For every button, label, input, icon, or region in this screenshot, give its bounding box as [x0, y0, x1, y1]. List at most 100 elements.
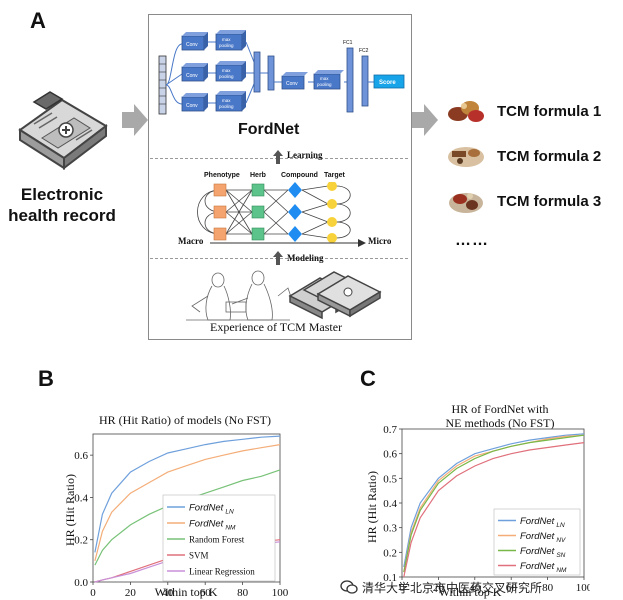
- x-tick-label: 80: [542, 582, 554, 594]
- layer-label-target: Target: [324, 172, 345, 179]
- svg-text:max: max: [320, 76, 329, 81]
- panel-label-c: C: [360, 366, 376, 391]
- panel-label-b: B: [38, 366, 54, 391]
- input-embedding: [158, 55, 167, 115]
- herb-node: [251, 205, 265, 219]
- micro-label: Micro: [368, 236, 392, 246]
- svg-text:max: max: [222, 98, 231, 103]
- fordnet-title: FordNet: [238, 121, 300, 138]
- ehr-label-line2: health record: [8, 206, 116, 225]
- series-line: [403, 434, 585, 573]
- phenotype-node: [213, 227, 227, 241]
- herb-node: [251, 227, 265, 241]
- target-node: [327, 217, 337, 227]
- chart-c-title-line2: NE methods (No FST): [445, 416, 555, 430]
- macro-to-micro-arrow: [210, 239, 366, 247]
- herb-formula-image: [448, 101, 484, 122]
- chart-c-xlabel: Within top K: [439, 585, 502, 599]
- svg-text:max: max: [222, 37, 231, 42]
- svg-text:pooling: pooling: [219, 74, 234, 79]
- series-line: [403, 434, 585, 573]
- svg-text:Conv: Conv: [186, 42, 198, 48]
- series-line: [94, 444, 281, 562]
- tcm-formula-1: TCM formula 1: [497, 103, 602, 120]
- y-tick-label: 0.7: [383, 425, 397, 436]
- chart-c-title-line1: HR of FordNet with: [451, 402, 549, 416]
- tcm-formula-2: TCM formula 2: [497, 148, 602, 165]
- chart-b-title: HR (Hit Ratio) of models (No FST): [99, 413, 271, 427]
- wechat-icon: [340, 580, 358, 594]
- target-node: [327, 199, 337, 209]
- compound-node: [288, 182, 302, 198]
- arrow-right-icon: [122, 104, 148, 136]
- x-tick-label: 60: [506, 582, 518, 594]
- series-line: [403, 442, 585, 578]
- chart-c-title: HR of FordNet with NE methods (No FST): [400, 402, 600, 430]
- watermark: 清华大学北京市中医药交叉研究所: [340, 578, 620, 598]
- legend-label: SVM: [189, 551, 209, 561]
- y-tick-label: 0.2: [74, 535, 88, 547]
- legend-box: [162, 494, 276, 582]
- watermark-text: 清华大学北京市中医药交叉研究所: [362, 581, 543, 595]
- x-tick-label: 40: [469, 582, 481, 594]
- phenotype-node: [213, 183, 227, 197]
- formula-more-ellipsis: ……: [455, 232, 489, 249]
- stacked-records-icon: [288, 271, 382, 320]
- series-line: [94, 435, 281, 553]
- panel-label-a: A: [30, 8, 46, 33]
- macro-label: Macro: [178, 236, 204, 246]
- learning-label: Learning: [287, 150, 323, 160]
- svg-text:pooling: pooling: [317, 82, 332, 87]
- x-tick-label: 80: [237, 587, 249, 599]
- chart-b-xlabel: Within top K: [155, 585, 218, 599]
- y-tick-label: 0.2: [383, 547, 397, 559]
- tcm-formula-3: TCM formula 3: [497, 193, 602, 210]
- plot-frame: [92, 433, 281, 583]
- compound-node: [288, 226, 302, 242]
- x-tick-label: 20: [125, 587, 136, 599]
- arrow-up-icon: [273, 150, 283, 164]
- electronic-health-record-icon: [18, 91, 108, 171]
- knowledge-network-diagram: [197, 182, 351, 243]
- x-tick-label: 60: [200, 587, 212, 599]
- arrow-right-icon: [412, 104, 438, 136]
- svg-text:FC1: FC1: [343, 40, 353, 46]
- svg-text:pooling: pooling: [219, 104, 234, 109]
- svg-text:Conv: Conv: [186, 73, 198, 79]
- x-tick-label: 40: [162, 587, 174, 599]
- x-tick-label: 0: [399, 582, 405, 594]
- herb-formula-image: [449, 193, 483, 213]
- phenotype-node: [213, 205, 227, 219]
- y-tick-label: 0.3: [383, 523, 397, 535]
- ehr-label-line1: Electronic: [20, 185, 104, 204]
- layer-label-herb: Herb: [250, 172, 266, 179]
- layer-label-phenotype: Phenotype: [204, 172, 240, 179]
- svg-text:Conv: Conv: [186, 103, 198, 109]
- x-tick-label: 100: [576, 582, 590, 594]
- x-tick-label: 20: [433, 582, 445, 594]
- tcm-master-sketch-image: [186, 270, 293, 321]
- target-node: [327, 182, 337, 191]
- tcm-master-label: Experience of TCM Master: [210, 320, 343, 334]
- svg-text:pooling: pooling: [219, 43, 234, 48]
- y-tick-label: 0.6: [74, 450, 88, 462]
- legend-label: Random Forest: [189, 535, 245, 545]
- svg-text:Score: Score: [379, 80, 396, 86]
- y-tick-label: 0.6: [383, 449, 397, 461]
- svg-text:max: max: [222, 68, 231, 73]
- modeling-label: Modeling: [287, 253, 324, 263]
- herb-node: [251, 183, 265, 197]
- x-tick-label: 100: [272, 587, 289, 599]
- arrow-up-icon: [273, 251, 283, 265]
- y-tick-label: 0.4: [74, 492, 88, 504]
- layer-label-compound: Compound: [281, 172, 318, 179]
- svg-text:FC2: FC2: [359, 48, 369, 54]
- compound-node: [288, 204, 302, 220]
- series-line: [403, 433, 585, 568]
- target-node: [327, 233, 337, 243]
